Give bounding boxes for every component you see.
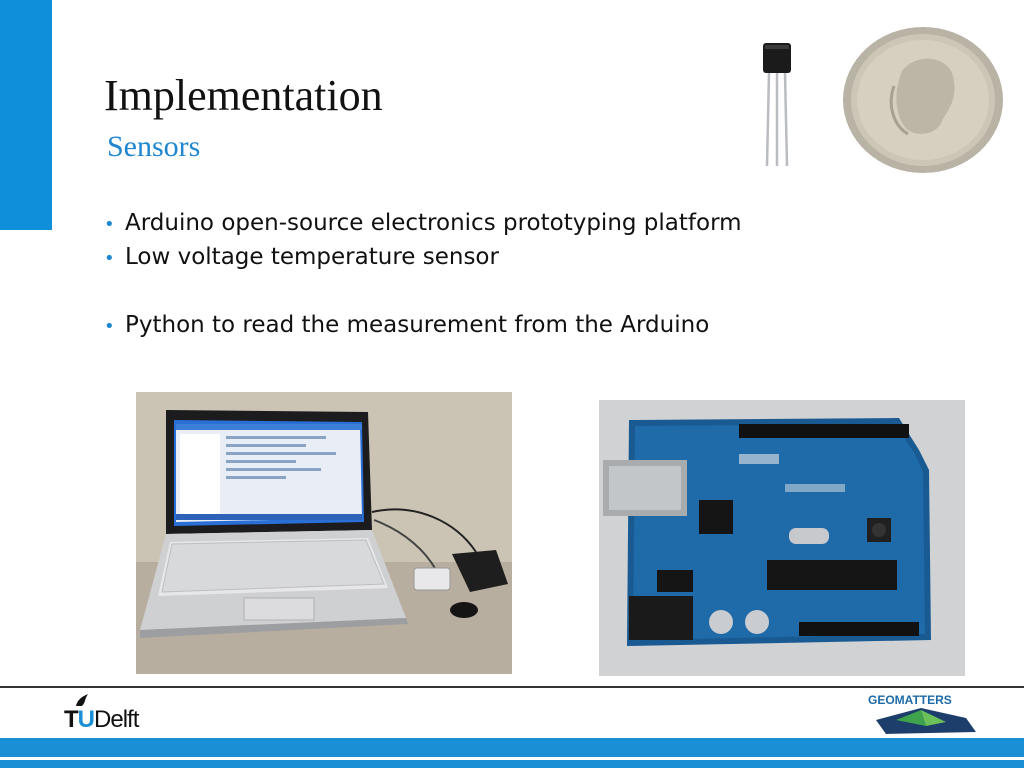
- tu-logo-u: U: [77, 706, 95, 733]
- temperature-sensor-image: [752, 38, 800, 170]
- footer-bar: [0, 738, 1024, 757]
- bullet-item: • Python to read the measurement from the…: [104, 308, 742, 342]
- bullet-text: Low voltage temperature sensor: [125, 244, 499, 270]
- bullet-icon: •: [104, 316, 115, 337]
- laptop-photo: [136, 392, 512, 674]
- footer-bar-bottom: [0, 760, 1024, 768]
- flame-icon: [76, 694, 88, 706]
- geomatters-logo-text: GEOMATTERS: [868, 693, 952, 707]
- bullet-text: Python to read the measurement from the …: [125, 312, 710, 338]
- bullet-icon: •: [104, 214, 115, 235]
- footer-divider: [0, 686, 1024, 688]
- bullet-icon: •: [104, 248, 115, 269]
- bullet-item: • Low voltage temperature sensor: [104, 240, 742, 274]
- bullet-text: Arduino open-source electronics prototyp…: [125, 210, 742, 236]
- tu-delft-logo: [64, 692, 174, 736]
- tu-logo-t: T: [64, 706, 79, 733]
- coin-image: [842, 26, 1004, 174]
- tu-delft-wordmark: TUDelft: [64, 706, 139, 734]
- accent-bar: [0, 0, 52, 230]
- geomatters-logo: GEOMATTERS: [866, 690, 976, 736]
- slide-title: Implementation: [104, 71, 383, 120]
- slide-subtitle: Sensors: [107, 130, 201, 163]
- bullet-item: • Arduino open-source electronics prototy…: [104, 206, 742, 240]
- bullet-list: • Arduino open-source electronics prototy…: [104, 206, 742, 342]
- tu-logo-delft: Delft: [94, 706, 139, 733]
- arduino-board-photo: [599, 400, 965, 676]
